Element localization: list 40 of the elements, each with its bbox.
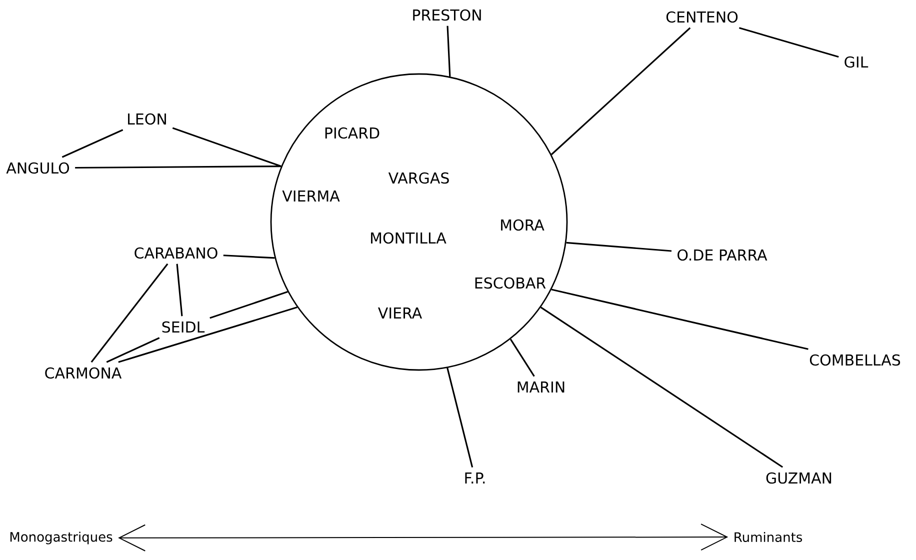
- axis-label: Monogastriques: [10, 532, 112, 544]
- name-label: LEON: [128, 113, 166, 125]
- name-label: GUZMAN: [766, 472, 832, 484]
- name-label: MARIN: [518, 382, 564, 392]
- name-label: ANGULO: [6, 162, 70, 174]
- connector-line: [90, 263, 168, 363]
- name-label: PRESTON: [413, 9, 481, 21]
- connector-line: [446, 368, 474, 468]
- connector-line: [551, 288, 808, 350]
- connector-line: [176, 264, 183, 316]
- axis-label: Ruminants: [734, 532, 802, 542]
- name-label: VIERA: [378, 308, 422, 318]
- connector-line: [540, 306, 784, 468]
- name-label: COMBELLAS: [810, 354, 900, 366]
- name-label: PICARD: [325, 127, 380, 139]
- name-label: SEIDL: [162, 321, 205, 333]
- name-label: MORA: [501, 219, 544, 231]
- connector-line: [62, 129, 124, 158]
- connector-line: [446, 26, 451, 77]
- connector-line: [118, 306, 298, 363]
- double-arrow: [118, 524, 728, 552]
- name-label: F.P.: [465, 472, 485, 484]
- name-label: GIL: [844, 56, 868, 68]
- name-label: VARGAS: [388, 172, 449, 184]
- connector-line: [738, 27, 839, 58]
- connector-line: [172, 127, 282, 168]
- name-label: O.DE PARRA: [678, 249, 768, 261]
- name-label: CENTENO: [666, 11, 738, 23]
- connector-line: [566, 242, 672, 252]
- name-label: MONTILLA: [371, 232, 446, 244]
- name-label: CARMONA: [45, 367, 122, 379]
- connector-line: [210, 291, 288, 319]
- connector-line: [106, 337, 160, 363]
- name-label: ESCOBAR: [475, 277, 546, 289]
- name-label: CARABANO: [134, 247, 218, 259]
- connector-line: [75, 166, 282, 169]
- name-label: VIERMA: [282, 190, 340, 202]
- connector-line: [550, 27, 691, 156]
- connector-line: [223, 254, 275, 259]
- connector-line: [510, 338, 535, 377]
